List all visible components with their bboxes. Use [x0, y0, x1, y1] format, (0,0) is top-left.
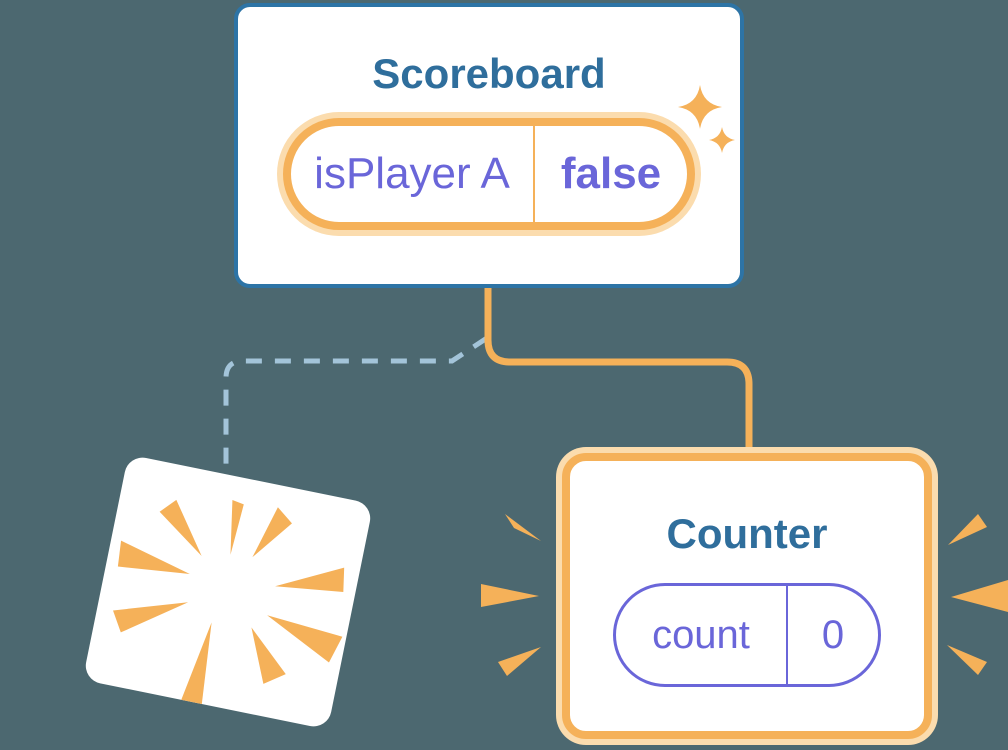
sparkle-icon [678, 85, 735, 153]
scoreboard-card: Scoreboard isPlayer A false [234, 3, 744, 288]
burst-icon-counter-right [947, 514, 1008, 675]
counter-card-inner: Counter count 0 [562, 453, 932, 739]
scoreboard-state-pill: isPlayer A false [283, 118, 695, 230]
state-name-label: count [652, 612, 750, 657]
destroyed-component-card [82, 454, 374, 730]
state-value-label: 0 [786, 586, 878, 684]
burst-icon-counter-left [481, 514, 541, 676]
poof-icon [113, 499, 345, 709]
state-name-label: isPlayer A [314, 149, 510, 198]
connector-scoreboard-destroyed [223, 335, 489, 484]
counter-state-pill: count 0 [613, 583, 881, 687]
connector-scoreboard-counter [484, 287, 753, 452]
counter-title: Counter [666, 510, 828, 557]
state-value-label: false [533, 126, 687, 222]
counter-card: Counter count 0 [556, 447, 938, 745]
scoreboard-title: Scoreboard [372, 50, 606, 97]
